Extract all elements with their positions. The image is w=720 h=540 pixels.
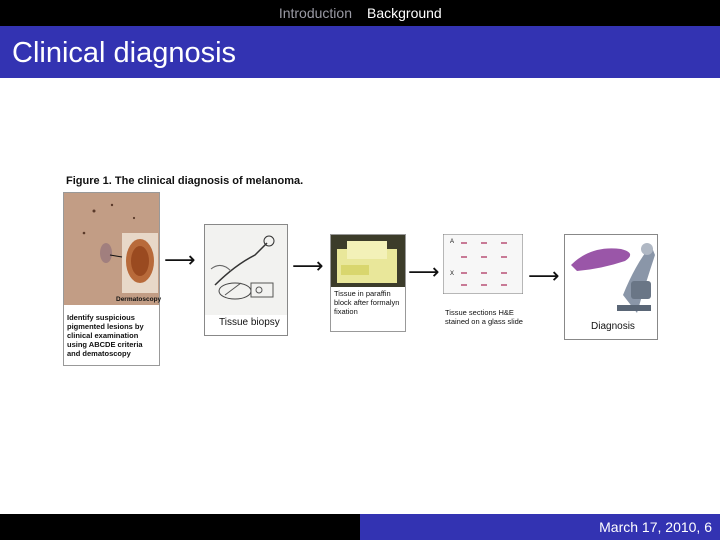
footer-right: March 17, 2010, 6 (360, 514, 720, 540)
paraffin-block-panel: Tissue in paraffin block after formalyn … (330, 234, 406, 332)
arrow-1: ⟶ (164, 248, 196, 273)
slide-title: Clinical diagnosis (12, 37, 237, 69)
tissue-biopsy-label: Tissue biopsy (219, 317, 280, 328)
diagnosis-panel: Diagnosis (564, 234, 658, 340)
glass-slide-image (443, 234, 523, 294)
footer-bar: March 17, 2010, 6 (0, 514, 720, 540)
biopsy-sketch (205, 225, 287, 315)
figure-caption: Figure 1. The clinical diagnosis of mela… (66, 175, 304, 187)
tissue-biopsy-panel: Tissue biopsy (204, 224, 288, 336)
melanoma-diagnosis-figure: Figure 1. The clinical diagnosis of mela… (60, 170, 660, 370)
clinical-exam-label: Identify suspicious pigmented lesions by… (67, 313, 144, 358)
slide-marker-x: X (450, 271, 455, 277)
diagnosis-label: Diagnosis (591, 321, 635, 332)
clinical-exam-panel: Dermatoscopy Identify suspicious pigment… (63, 192, 162, 366)
footer-date-page: March 17, 2010, 6 (599, 519, 712, 535)
arrow-3: ⟶ (408, 260, 440, 285)
skin-lesion-photo (64, 193, 159, 305)
title-bar: Clinical diagnosis (0, 26, 720, 78)
footer-left (0, 514, 360, 540)
microscope-image (571, 243, 655, 313)
slide-label: Tissue sections H&E stained on a glass s… (445, 308, 523, 326)
nav-section-introduction[interactable]: Introduction (278, 5, 352, 21)
slide-panel: A X Tissue sections H&E stained on a gla… (443, 234, 523, 334)
slide-marker-a: A (450, 239, 455, 245)
paraffin-block-label: Tissue in paraffin block after formalyn … (334, 289, 400, 316)
top-navigation-bar: Introduction Background (0, 0, 720, 26)
dermatoscopy-label: Dermatoscopy (116, 296, 162, 303)
nav-section-background[interactable]: Background (367, 5, 442, 21)
arrow-2: ⟶ (292, 254, 324, 279)
arrow-4: ⟶ (528, 264, 560, 289)
paraffin-block-photo (331, 235, 405, 287)
